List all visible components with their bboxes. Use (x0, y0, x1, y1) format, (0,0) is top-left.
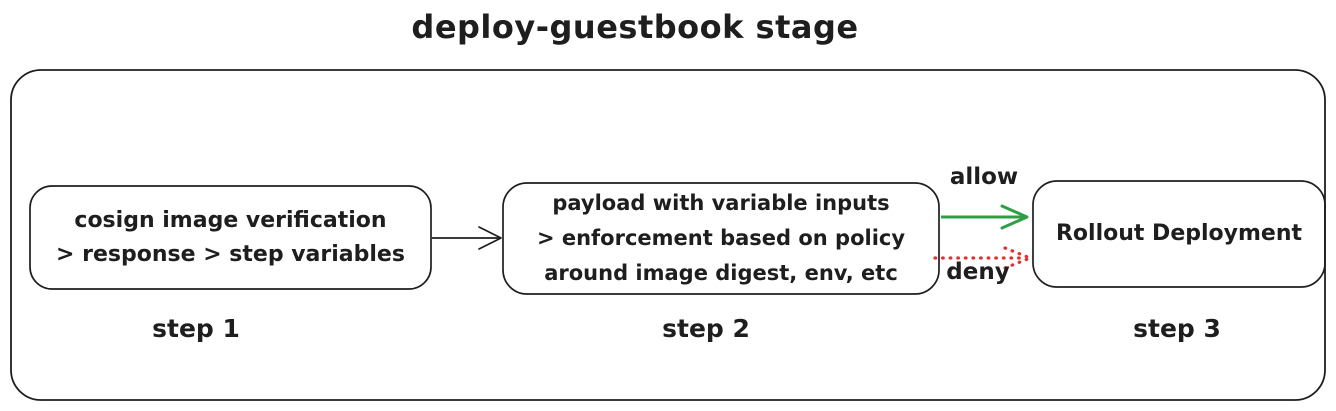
arrow-step1-to-step2 (432, 226, 502, 250)
step-2-text-line: > enforcement based on policy (536, 226, 906, 250)
step-3-box (1032, 180, 1326, 288)
step-1-box-text: cosign image verification > response > s… (30, 186, 431, 289)
step-3-label: step 3 (1133, 314, 1221, 343)
step-2-box-text: payload with variable inputs > enforceme… (503, 183, 939, 294)
step-1-text-line: > response > step variables (56, 241, 405, 267)
step-1-box (29, 185, 432, 290)
allow-edge-label: allow (949, 164, 1019, 190)
deny-edge-label: deny (946, 259, 1010, 285)
arrow-allow-head (1000, 204, 1029, 230)
step-2-text-line: payload with variable inputs (552, 191, 890, 215)
step-2-label: step 2 (662, 314, 750, 343)
arrow-allow (941, 204, 1029, 230)
step-3-text-line: Rollout Deployment (1055, 221, 1303, 246)
arrow-deny (933, 246, 1032, 270)
diagram-title: deploy-guestbook stage (411, 8, 859, 46)
step-1-text-line: cosign image verification (74, 207, 387, 233)
step-3-box-text: Rollout Deployment (1033, 181, 1325, 287)
arrow-step1-to-step2-head (478, 226, 502, 250)
step-1-label: step 1 (152, 314, 240, 343)
step-2-box (502, 182, 940, 295)
step-2-text-line: around image digest, env, etc (544, 261, 898, 285)
arrow-deny-head (1003, 246, 1032, 270)
